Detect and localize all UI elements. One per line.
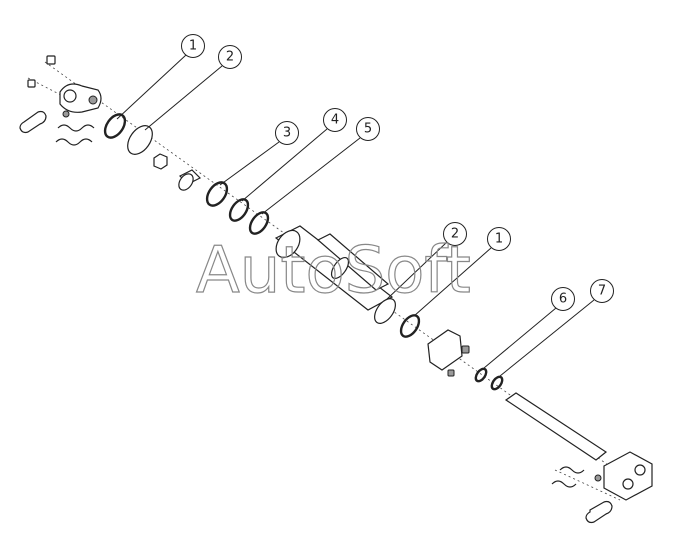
callout-2-top-label: 2 xyxy=(226,50,234,65)
ring-3 xyxy=(205,181,229,207)
watermark: AutoSoft xyxy=(196,234,471,308)
callout-5-label: 5 xyxy=(364,122,372,137)
callout-5: 5 xyxy=(261,117,380,215)
callout-6: 6 xyxy=(483,287,575,369)
callout-2-bottom-label: 2 xyxy=(451,227,459,242)
seal-ring-1-bottom xyxy=(399,314,421,338)
callout-7-label: 7 xyxy=(598,284,606,299)
callout-6-label: 6 xyxy=(559,292,567,307)
fastener-axis-top xyxy=(27,77,91,111)
ring-7 xyxy=(490,375,504,391)
cylinder-tube xyxy=(274,225,394,311)
callout-7: 7 xyxy=(499,279,614,377)
top-left-end-fitting xyxy=(19,55,102,134)
callout-3: 3 xyxy=(219,121,299,186)
callout-2-bottom: 2 xyxy=(385,222,467,301)
fastener-axis-bottom xyxy=(554,469,621,501)
ring-5 xyxy=(248,211,270,235)
seal-ring-1-top xyxy=(103,113,127,139)
bottom-right-end-fitting xyxy=(551,451,653,524)
piston-rod xyxy=(504,392,608,461)
callout-1-bottom: 1 xyxy=(413,227,511,317)
callout-3-label: 3 xyxy=(283,126,291,141)
callout-1-bottom-label: 1 xyxy=(495,232,503,247)
ring-6 xyxy=(474,367,488,383)
top-left-clips xyxy=(55,124,95,146)
callout-4: 4 xyxy=(241,108,347,202)
small-nut xyxy=(153,153,168,170)
callout-2-top: 2 xyxy=(144,45,242,131)
seal-ring-2-top xyxy=(127,125,153,155)
callout-4-label: 4 xyxy=(331,113,339,128)
seal-ring-2-bottom xyxy=(374,298,396,324)
callout-1-top: 1 xyxy=(116,34,205,120)
ring-4 xyxy=(228,198,250,222)
gland-block xyxy=(427,329,470,377)
callout-1-top-label: 1 xyxy=(189,39,197,54)
